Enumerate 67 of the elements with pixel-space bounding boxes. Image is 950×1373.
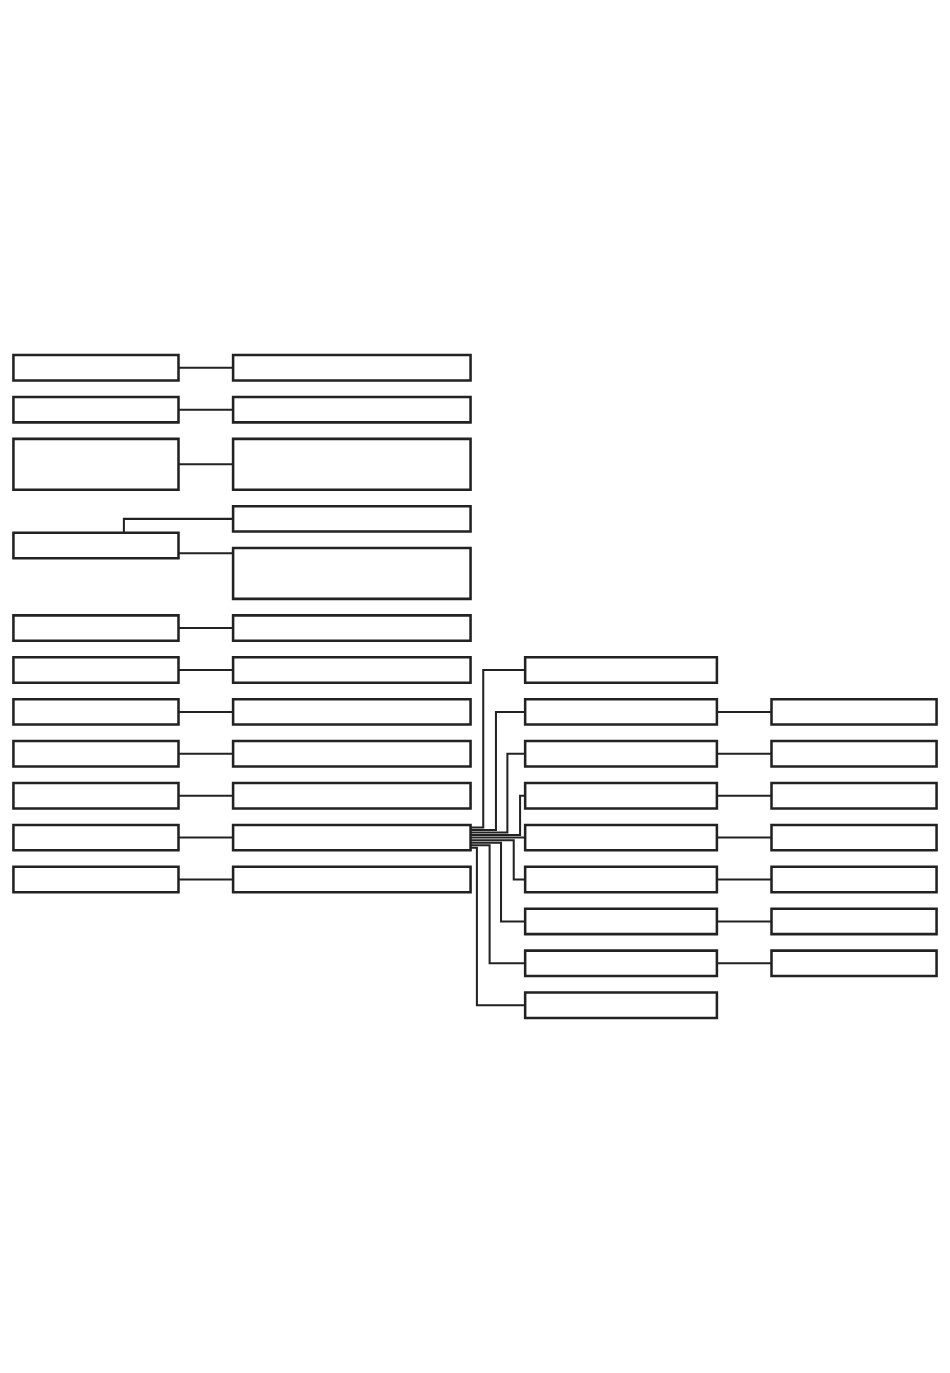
connector [178, 463, 233, 466]
node-box [231, 781, 472, 810]
connector [178, 366, 233, 369]
connector [717, 794, 772, 797]
node-box [231, 504, 472, 533]
connector [470, 841, 525, 923]
node-box [231, 697, 472, 726]
node-box [231, 614, 472, 643]
connector [178, 794, 233, 797]
connector [717, 878, 772, 881]
connector [178, 878, 233, 881]
node-box [12, 656, 180, 684]
node-box [12, 437, 180, 491]
node-box [770, 697, 938, 726]
connector [717, 962, 772, 965]
node-box [231, 739, 472, 768]
connector [178, 710, 233, 713]
connector [178, 552, 233, 555]
node-box [12, 697, 180, 726]
node-box [523, 991, 719, 1020]
node-box [770, 823, 938, 852]
node-box [231, 823, 472, 852]
node-box [523, 739, 719, 768]
connector [470, 710, 525, 831]
connector [178, 752, 233, 755]
connector [470, 794, 525, 837]
node-box [231, 656, 472, 684]
node-box [12, 395, 180, 424]
node-box [231, 546, 472, 601]
connector [122, 517, 233, 533]
connector [470, 668, 525, 829]
node-box [231, 353, 472, 382]
node-box [12, 865, 180, 894]
node-box [12, 781, 180, 810]
node-box [231, 865, 472, 894]
node-box [231, 437, 472, 491]
connector [717, 710, 772, 713]
node-box [12, 614, 180, 643]
connector [470, 839, 525, 881]
node-box [523, 781, 719, 810]
connector [178, 627, 233, 630]
node-box [770, 781, 938, 810]
node-box [523, 865, 719, 894]
node-box [770, 907, 938, 936]
connector [470, 752, 526, 834]
node-box [12, 739, 180, 768]
node-box [523, 697, 719, 726]
node-box [770, 949, 938, 978]
connector [717, 920, 772, 923]
node-box [523, 823, 719, 852]
node-box [523, 656, 719, 684]
connector [471, 844, 525, 965]
node-box [523, 907, 719, 936]
connector [178, 668, 233, 671]
connector [470, 836, 525, 839]
node-box [12, 353, 180, 382]
connector [717, 836, 772, 839]
node-box [231, 395, 472, 424]
node-box [770, 865, 938, 894]
connector [178, 836, 233, 839]
node-box [523, 949, 719, 978]
node-box [770, 739, 938, 768]
node-box [12, 531, 180, 560]
connector [470, 846, 525, 1007]
connector [717, 752, 772, 755]
node-box [12, 823, 180, 852]
connector [178, 408, 233, 411]
